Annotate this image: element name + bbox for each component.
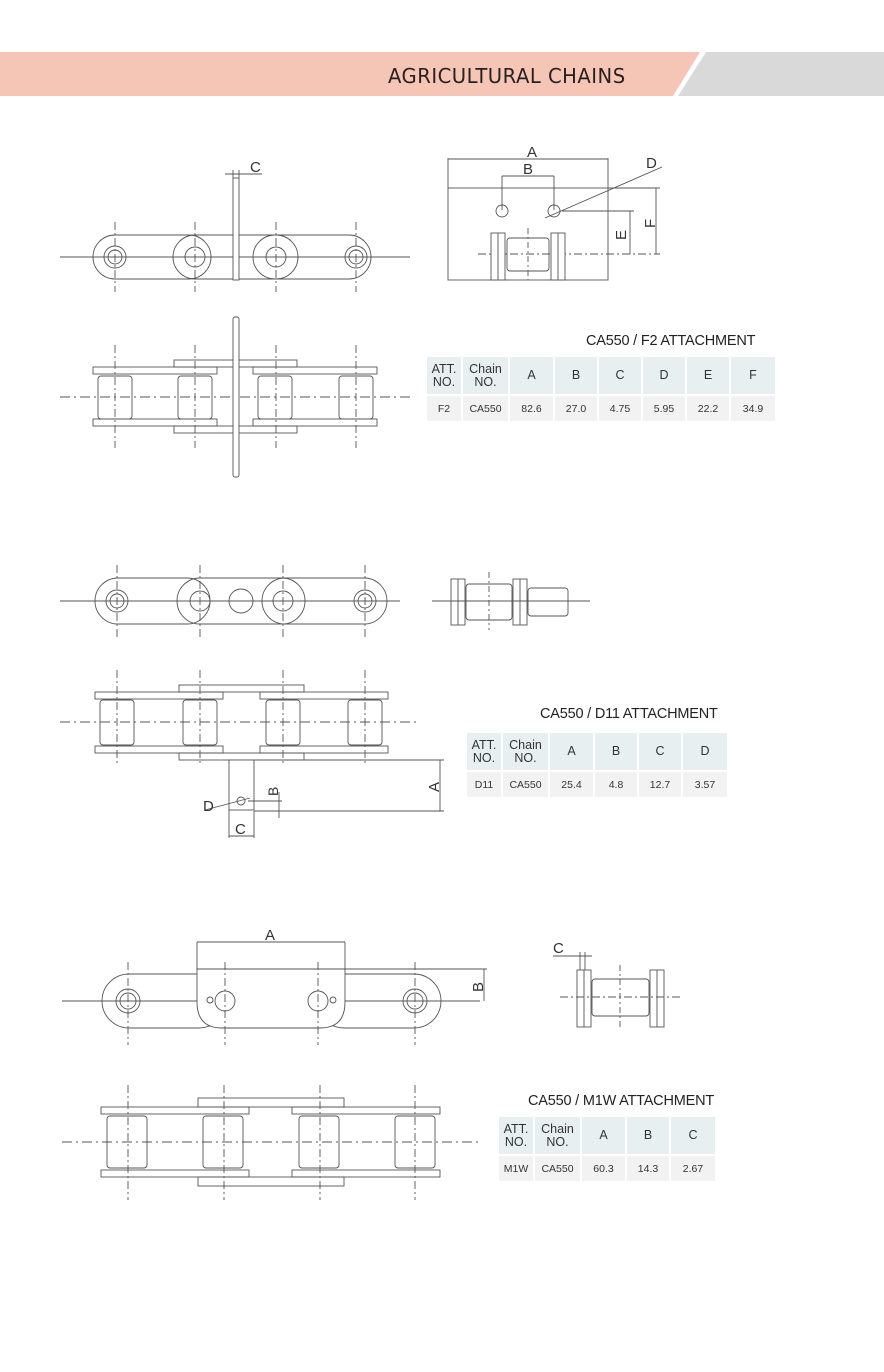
col-e: E	[687, 357, 729, 394]
m1w-plan-view	[62, 1085, 480, 1200]
col-a: A	[550, 733, 593, 770]
table-row: D11 CA550 25.4 4.8 12.7 3.57	[467, 772, 727, 797]
d11-top-view	[60, 565, 400, 638]
m1w-top-view: A B	[62, 927, 487, 1045]
svg-text:C: C	[235, 821, 246, 838]
d11-table-title: CA550 / D11 ATTACHMENT	[540, 706, 718, 722]
col-att-no: ATT.NO.	[499, 1117, 533, 1154]
svg-text:A: A	[265, 927, 275, 944]
svg-text:E: E	[613, 230, 630, 240]
svg-text:D: D	[203, 798, 214, 815]
d11-side-view	[432, 572, 590, 630]
col-c: C	[639, 733, 681, 770]
m1w-table-title: CA550 / M1W ATTACHMENT	[528, 1093, 715, 1109]
svg-text:F: F	[642, 219, 659, 228]
page-title: AGRICULTURAL CHAINS	[388, 64, 626, 88]
col-d: D	[683, 733, 727, 770]
col-a: A	[582, 1117, 625, 1154]
col-att-no: ATT.NO.	[467, 733, 501, 770]
table-row: M1W CA550 60.3 14.3 2.67	[499, 1156, 715, 1181]
f2-table-title: CA550 / F2 ATTACHMENT	[586, 333, 756, 349]
f2-top-view: C	[60, 159, 410, 292]
f2-side-view: A B D E F	[447, 144, 663, 281]
col-b: B	[555, 357, 597, 394]
svg-text:A: A	[426, 782, 443, 792]
f2-plan-view	[60, 316, 410, 478]
svg-text:C: C	[250, 159, 261, 176]
col-att-no: ATT.NO.	[427, 357, 461, 394]
col-b: B	[627, 1117, 669, 1154]
svg-text:B: B	[265, 787, 281, 796]
header-banner	[0, 52, 884, 96]
col-c: C	[599, 357, 641, 394]
svg-text:A: A	[527, 144, 537, 161]
d11-plan-view: A B D C	[60, 670, 444, 838]
col-b: B	[595, 733, 637, 770]
col-a: A	[510, 357, 553, 394]
svg-text:B: B	[470, 982, 487, 992]
col-f: F	[731, 357, 775, 394]
svg-text:B: B	[523, 161, 533, 178]
m1w-side-view: C	[553, 940, 680, 1030]
col-c: C	[671, 1117, 715, 1154]
table-row: F2 CA550 82.6 27.0 4.75 5.95 22.2 34.9	[427, 396, 775, 421]
svg-text:D: D	[646, 155, 657, 172]
col-d: D	[643, 357, 685, 394]
svg-text:C: C	[553, 940, 564, 957]
